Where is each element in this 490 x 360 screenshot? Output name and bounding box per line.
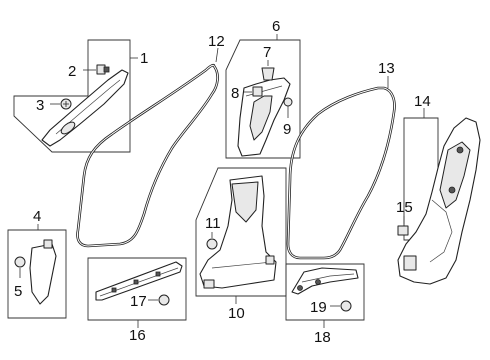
c-pillar-hole-1	[456, 146, 464, 154]
c-pillar-hole-2	[448, 186, 456, 194]
callout-18: 18	[314, 329, 331, 346]
callout-10: 10	[228, 305, 245, 322]
rear-scuff-edge	[301, 273, 355, 283]
front-weatherstrip-inner	[77, 64, 219, 247]
b-pillar-lower-upper-face	[231, 181, 259, 223]
clip-19	[340, 300, 352, 312]
clip-8	[252, 86, 263, 97]
front-scuff-clip-3	[155, 271, 161, 277]
group-6-b-pillar-upper: 6 7 8 9	[225, 18, 301, 159]
callout-7: 7	[263, 44, 271, 61]
group-6-outline	[225, 39, 301, 159]
front-scuff-clip-1	[111, 287, 117, 293]
rear-scuff-plate	[291, 267, 359, 295]
part-13-rear-weatherstrip: 13	[286, 60, 396, 260]
b-pillar-lower-tab-2	[265, 255, 275, 265]
kick-trim-panel	[29, 243, 57, 305]
group-16-front-scuff: 16 17	[87, 257, 187, 344]
group-14-c-pillar-trim: 14 15	[396, 93, 481, 285]
group-1-outline	[13, 39, 131, 153]
callout-1: 1	[140, 50, 148, 67]
group-10-b-pillar-lower: 10 11	[195, 167, 287, 322]
callout-17: 17	[130, 293, 147, 310]
kick-trim-tab	[43, 239, 53, 249]
screw-3-slot	[63, 101, 69, 107]
clip-5	[14, 256, 26, 268]
group-16-outline	[87, 257, 187, 321]
callout-14: 14	[414, 93, 431, 110]
callout-13: 13	[378, 60, 395, 77]
group-4-kick-trim: 4 5	[7, 208, 67, 319]
a-pillar-trim-panel	[41, 69, 129, 147]
screw-9	[283, 97, 293, 107]
clip-15	[397, 225, 409, 236]
clip-2-head	[103, 66, 110, 73]
rear-weatherstrip-inner	[287, 87, 395, 259]
callout-15: 15	[396, 199, 413, 216]
a-pillar-trim-slot	[60, 121, 76, 135]
group-4-outline	[7, 229, 67, 319]
callout-12: 12	[208, 33, 225, 50]
rear-scuff-clip-1	[297, 285, 303, 291]
callout-9: 9	[283, 121, 291, 138]
callout-8: 8	[231, 85, 239, 102]
b-pillar-lower-tab-1	[203, 279, 215, 289]
front-scuff-clip-2	[133, 279, 139, 285]
leader-12	[215, 47, 219, 63]
b-pillar-lower-trim	[199, 175, 277, 289]
callout-11: 11	[205, 215, 221, 232]
callout-19: 19	[310, 299, 327, 316]
callout-3: 3	[36, 97, 44, 114]
group-18-outline	[285, 263, 365, 321]
callout-2: 2	[68, 63, 76, 80]
callout-6: 6	[272, 18, 280, 35]
part-12-front-weatherstrip: 12	[76, 33, 225, 248]
rear-scuff-clip-2	[315, 279, 321, 285]
c-pillar-trim-tab	[403, 255, 417, 271]
clip-7	[261, 67, 275, 81]
group-10-outline	[195, 167, 287, 297]
group-1-a-pillar-trim: 1 2 3	[13, 39, 148, 153]
clip-17	[158, 294, 170, 306]
front-scuff-plate	[95, 261, 183, 301]
b-pillar-upper-recess	[249, 95, 273, 141]
c-pillar-trim-edge	[429, 199, 453, 263]
b-pillar-upper-edge	[245, 85, 283, 97]
c-pillar-trim-cutout	[439, 141, 471, 209]
clip-11	[206, 238, 218, 250]
callout-16: 16	[129, 327, 146, 344]
b-pillar-lower-edge	[211, 261, 273, 269]
callout-5: 5	[14, 283, 22, 300]
callout-4: 4	[33, 208, 41, 225]
group-18-rear-scuff: 18 19	[285, 263, 365, 346]
